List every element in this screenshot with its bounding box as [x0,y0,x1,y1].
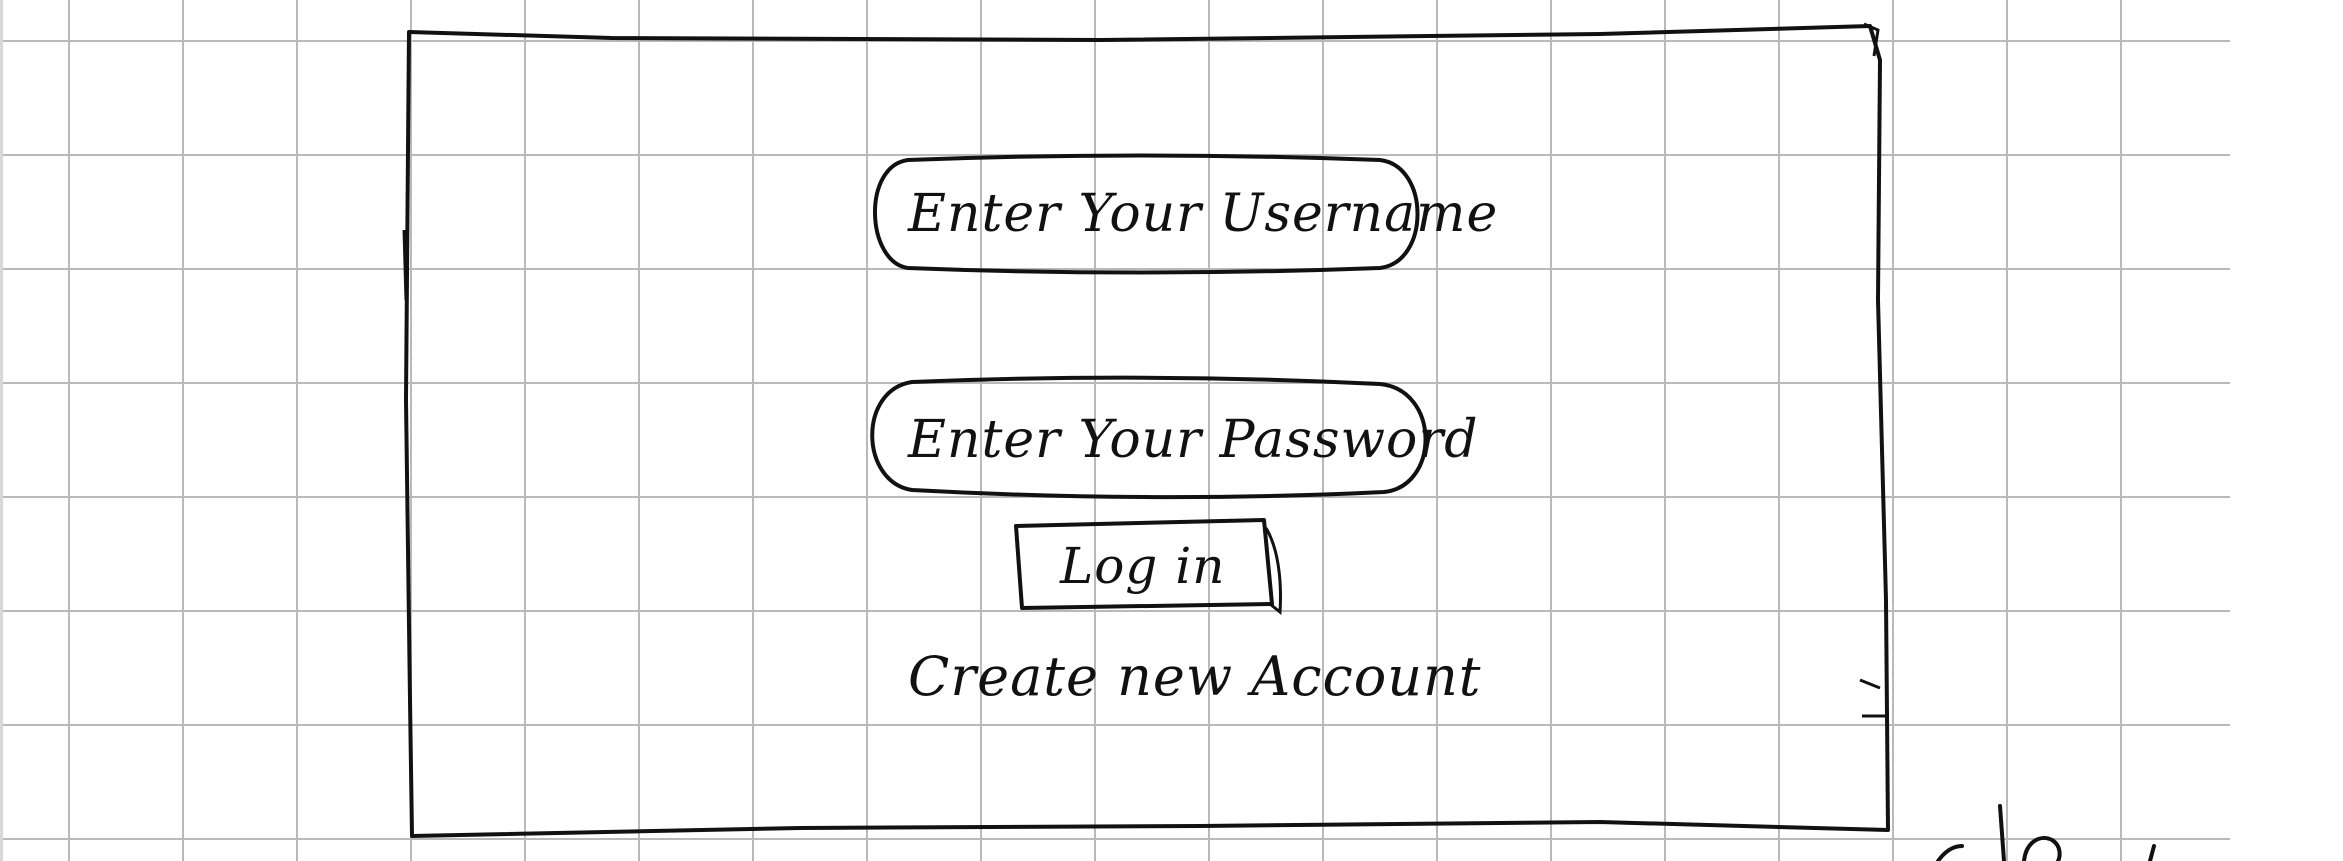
password-placeholder: Enter Your Password [908,410,1479,470]
create-account-label: Create new Account [908,645,1482,708]
username-placeholder: Enter Your Username [908,184,1499,244]
page-edge-line [0,0,3,861]
stray-pen-marks [1936,804,2156,861]
frame-tick [1859,678,1888,718]
grid-left-margin [0,0,68,861]
frame-tick [1863,22,1880,57]
grid-right-margin [2230,0,2343,861]
password-field-outline [870,375,1428,500]
login-button-label: Log in [1060,537,1226,595]
login-button-shadow [1264,527,1282,615]
username-field[interactable]: Enter Your Username [908,184,1497,244]
username-field-outline [873,153,1420,275]
wireframe-frame [404,24,1890,838]
password-field[interactable]: Enter Your Password [908,410,1477,470]
create-account-link[interactable]: Create new Account [908,646,1481,708]
login-button[interactable]: Log in [1060,536,1260,596]
frame-tick [402,229,408,301]
